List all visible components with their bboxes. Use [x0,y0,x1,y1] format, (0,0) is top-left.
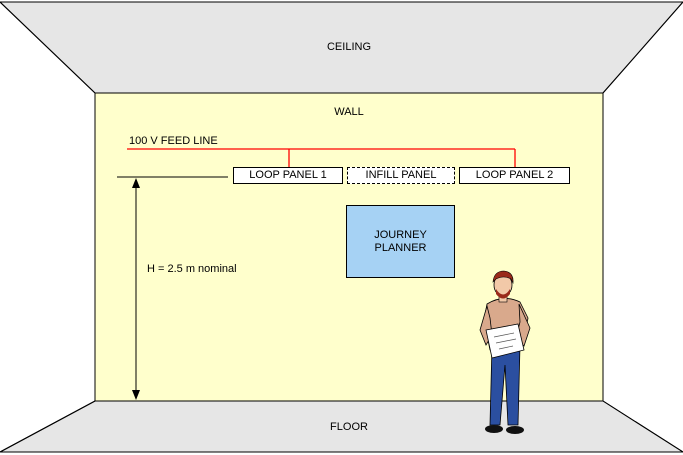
ceiling-edge-left [0,1,96,94]
floor-label: FLOOR [330,421,368,433]
loop-panel-2: LOOP PANEL 2 [459,167,570,184]
height-label: H = 2.5 m nominal [147,263,237,275]
height-dimension [117,176,228,400]
journey-planner-label-line2: PLANNER [374,241,427,254]
floor-edge-right [602,400,683,453]
ceiling-edge-right [602,1,683,94]
infill-panel: INFILL PANEL [347,167,455,184]
person-holding-sign-icon [479,270,531,434]
feed-line-label: 100 V FEED LINE [129,135,218,147]
ceiling-label: CEILING [326,41,372,53]
loop-panel-1: LOOP PANEL 1 [233,167,343,184]
wall-label: WALL [334,106,364,118]
journey-planner: JOURNEY PLANNER [346,205,455,278]
floor-edge-left [0,400,96,453]
journey-planner-label-line1: JOURNEY [374,228,427,241]
feed-line [127,148,516,167]
